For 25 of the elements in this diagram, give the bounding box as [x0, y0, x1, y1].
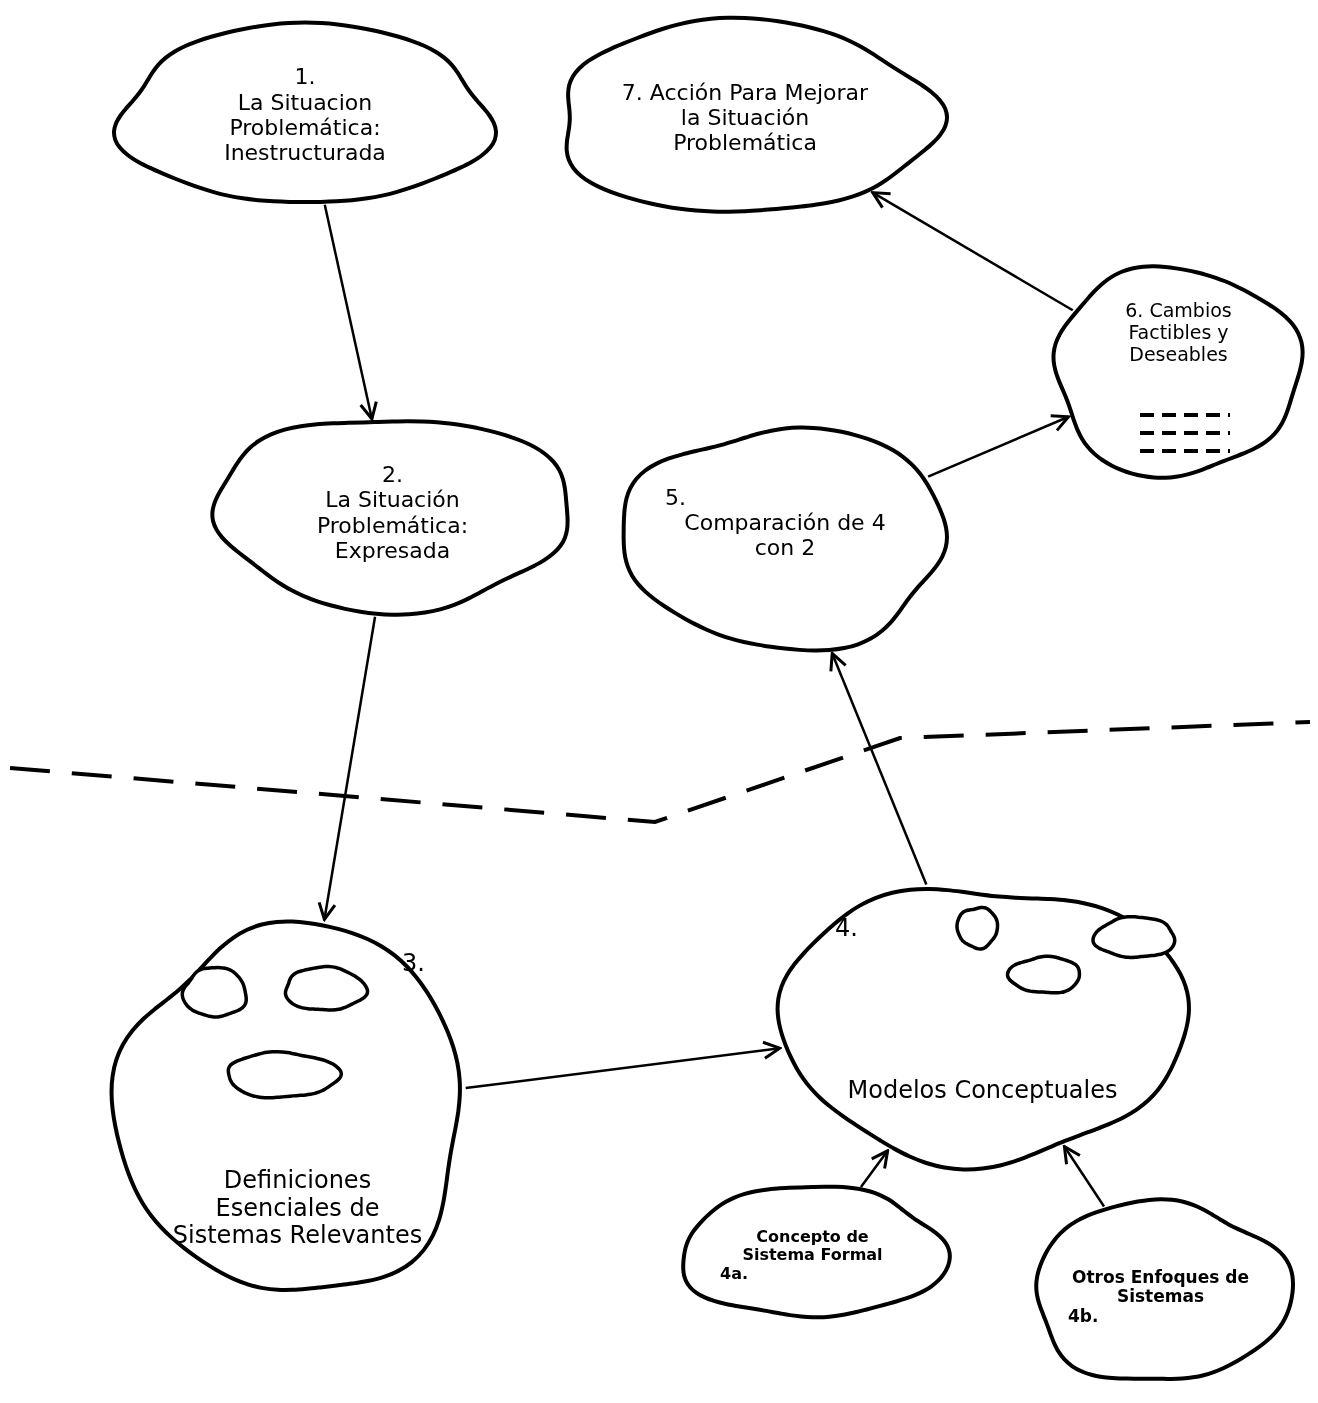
step-number: 5. — [665, 484, 686, 510]
small-cloud-shape — [955, 905, 1000, 950]
step-label: Definiciones Esenciales de Sistemas Relevantes — [171, 1167, 424, 1250]
arrow — [317, 616, 377, 921]
step-label: La Situación Problemática: Expresada — [315, 487, 470, 564]
arrow — [871, 191, 1074, 312]
arrow — [859, 1149, 890, 1188]
arrow — [1062, 1145, 1106, 1208]
step-number: 2. — [382, 461, 403, 488]
step-label: Concepto de Sistema Formal — [741, 1227, 884, 1265]
step-number: 4. — [835, 915, 858, 943]
arrow — [829, 651, 928, 886]
step-number: 4b. — [1068, 1306, 1099, 1327]
step-number: 1. — [294, 64, 316, 90]
step-label: Modelos Conceptuales — [847, 1077, 1118, 1105]
step-label: Comparación de 4 con 2 — [683, 509, 887, 561]
step-label: 6. Cambios Factibles y Deseables — [1124, 300, 1233, 366]
arrow — [927, 414, 1071, 478]
arrow — [323, 204, 378, 421]
step-label: Otros Enfoques de Sistemas — [1071, 1267, 1250, 1307]
step-number: 4a. — [720, 1264, 748, 1284]
arrow — [465, 1040, 782, 1090]
step-label: La Situacion Problemática: Inestructurada — [223, 89, 387, 166]
small-cloud-shape — [180, 965, 250, 1020]
step-label: 7. Acción Para Mejorar la Situación Problemática — [620, 79, 870, 156]
